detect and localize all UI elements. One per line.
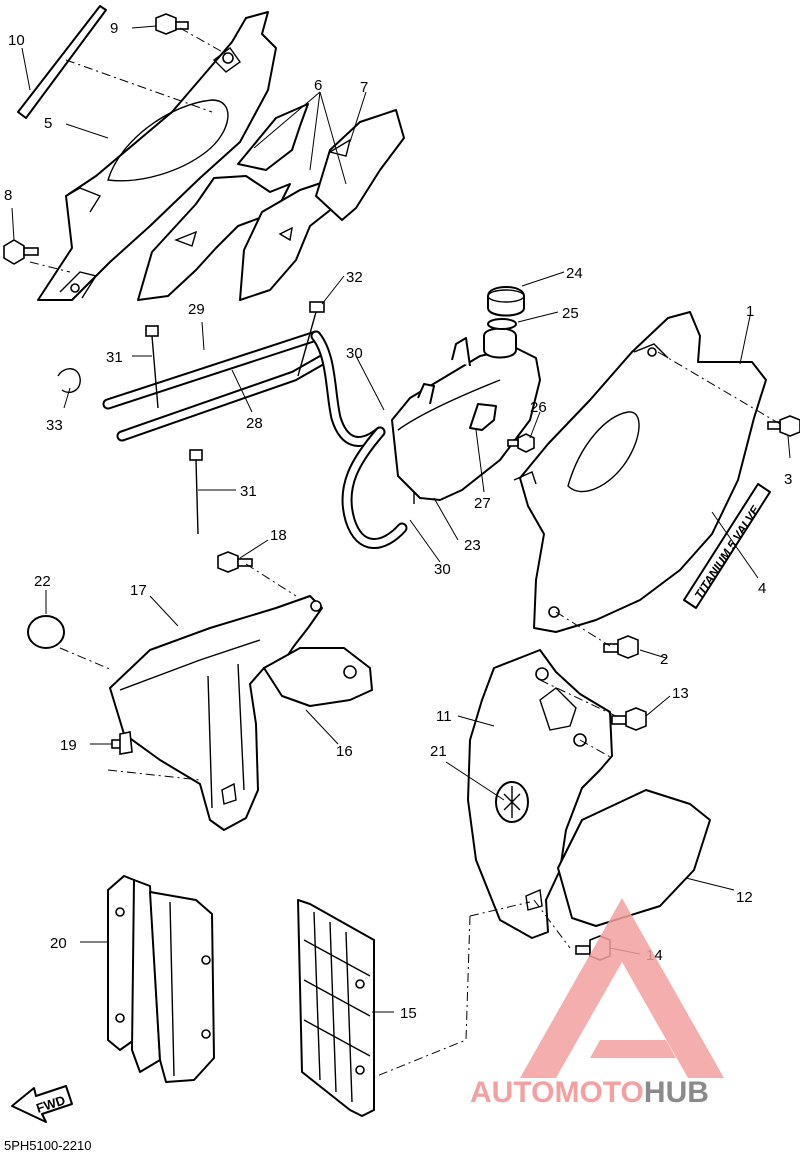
leader-lines	[11, 25, 791, 1013]
bolt-18	[217, 551, 253, 573]
callout-3: 3	[784, 471, 792, 488]
part-21-emblem	[495, 781, 529, 823]
callout-32: 32	[346, 269, 363, 286]
part-33-clip	[57, 368, 81, 394]
callout-30-upper: 30	[346, 345, 363, 362]
callout-27: 27	[474, 495, 491, 512]
callout-12: 12	[736, 889, 753, 906]
callout-29: 29	[188, 301, 205, 318]
watermark-triangle-icon	[520, 898, 724, 1078]
callout-13: 13	[672, 685, 689, 702]
callout-24: 24	[566, 265, 583, 282]
callout-31-upper: 31	[106, 349, 123, 366]
part-6-panels	[137, 103, 349, 301]
part-20-radiator-guard	[107, 875, 215, 1083]
part-5-side-cover	[37, 11, 277, 301]
svg-text:AUTOMOTOHUB: AUTOMOTOHUB	[470, 1076, 709, 1109]
callout-31-lower: 31	[240, 483, 257, 500]
part-32-clip	[297, 301, 325, 377]
callouts: 1 2 3 4 5 6 7 8 9 10 11 12 13 14 15 16 1…	[4, 20, 792, 1022]
part-28-29-hoses	[102, 330, 408, 549]
callout-26: 26	[530, 399, 547, 416]
callout-9: 9	[110, 20, 118, 37]
part-27-bracket	[469, 403, 497, 431]
part-25-seal	[487, 318, 517, 330]
assembly-lines	[29, 27, 781, 1079]
part-31-cable-tie-a	[145, 325, 159, 409]
callout-7: 7	[360, 79, 368, 96]
watermark-logo	[520, 898, 724, 1078]
part-1-side-cover	[513, 311, 767, 633]
part-7-air-scoop	[315, 109, 405, 221]
part-23-reservoir-tank	[391, 327, 541, 504]
callout-28: 28	[246, 415, 263, 432]
watermark-text: AUTOMOTOHUB	[470, 1076, 709, 1109]
callout-17: 17	[130, 582, 147, 599]
callout-6: 6	[314, 77, 322, 94]
fwd-arrow: FWD	[11, 1085, 73, 1123]
callout-10: 10	[8, 32, 25, 49]
callout-8: 8	[4, 187, 12, 204]
callout-11: 11	[436, 708, 452, 725]
callout-16: 16	[336, 743, 353, 760]
bolt-2	[603, 635, 639, 659]
part-22-grommet	[27, 615, 65, 649]
bolt-8	[3, 239, 39, 265]
part-15-radiator-louvre	[297, 899, 375, 1117]
part-10-strip	[17, 5, 107, 119]
callout-21: 21	[430, 743, 447, 760]
part-26-bolt	[507, 433, 535, 453]
callout-4: 4	[758, 580, 766, 597]
part-17-radiator-cover	[109, 595, 323, 831]
callout-18: 18	[270, 527, 287, 544]
watermark-text-hub: HUB	[644, 1076, 709, 1109]
callout-19: 19	[60, 737, 77, 754]
diagram-code: 5PH5100-2210	[4, 1138, 91, 1153]
bolt-13	[611, 707, 647, 731]
callout-15: 15	[400, 1005, 417, 1022]
callout-2: 2	[660, 651, 668, 668]
bolt-9	[155, 13, 189, 35]
callout-20: 20	[50, 935, 67, 952]
callout-30-lower: 30	[434, 561, 451, 578]
callout-25: 25	[562, 305, 579, 322]
callout-22: 22	[34, 573, 51, 590]
part-16-shroud	[263, 647, 373, 707]
part-12-panel	[557, 789, 711, 927]
callout-1: 1	[746, 303, 754, 320]
bolt-19	[111, 731, 133, 755]
callout-23: 23	[464, 537, 481, 554]
callout-33: 33	[46, 417, 63, 434]
part-31-cable-tie-b	[189, 449, 203, 535]
watermark-text-automoto: AUTOMOTO	[470, 1076, 644, 1109]
bolt-3	[767, 415, 800, 437]
part-24-cap	[487, 286, 525, 317]
callout-5: 5	[44, 115, 52, 132]
